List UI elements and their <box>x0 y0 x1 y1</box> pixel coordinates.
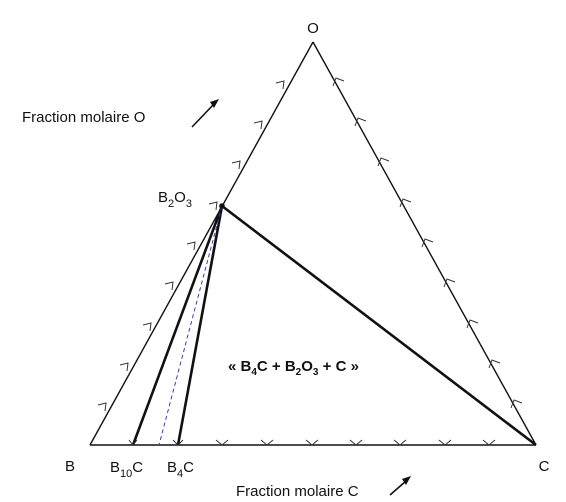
tick-mark <box>443 278 456 288</box>
b2o3-sub-2: 2 <box>168 198 174 210</box>
axis-label-o-fraction: Fraction molaire O <box>22 109 145 126</box>
ticks-edge-b-c <box>128 439 496 446</box>
compound-label-b4c: B4C <box>167 459 194 480</box>
region-part-2: C + B <box>257 358 296 375</box>
vertex-label-o: O <box>307 20 319 37</box>
tick-mark <box>332 77 345 87</box>
b2o3-base: B <box>158 189 168 206</box>
region-part-open: « B <box>228 358 252 375</box>
tick-mark <box>377 157 390 167</box>
tick-mark <box>438 439 452 446</box>
region-sub-4: 4 <box>251 367 257 378</box>
arrowhead-c-fraction <box>402 476 411 485</box>
compound-label-b2o3: B2O3 <box>158 189 192 210</box>
tick-mark <box>208 201 218 211</box>
edge-o-c <box>312 41 537 446</box>
ticks-edge-o-c <box>332 77 523 409</box>
region-part-close: + C » <box>318 358 358 375</box>
region-part-3: O <box>301 358 313 375</box>
tick-mark <box>393 439 407 446</box>
vertex-label-c: C <box>539 458 550 475</box>
tick-mark <box>164 281 174 291</box>
b2o3-mid: O <box>174 189 186 206</box>
b2o3-point <box>219 203 225 209</box>
arrowhead-o-fraction <box>210 99 219 108</box>
tick-mark <box>186 241 196 251</box>
edge-b-o <box>89 41 314 446</box>
region-sub-3: 3 <box>313 367 319 378</box>
tick-mark <box>488 359 501 369</box>
b10c-sub: 10 <box>120 468 132 480</box>
arrow-o-fraction <box>191 103 215 128</box>
tick-mark <box>354 117 367 127</box>
b10c-mid: C <box>132 459 143 476</box>
b10c-base: B <box>110 459 120 476</box>
b2o3-sub-3: 3 <box>186 198 192 210</box>
tick-mark <box>421 238 434 248</box>
tick-mark <box>215 439 229 446</box>
vertex-label-b: B <box>65 458 75 475</box>
tick-mark <box>97 402 107 412</box>
tick-mark <box>260 439 274 446</box>
tick-mark <box>231 160 241 170</box>
tie-line-b2o3-c <box>221 204 537 447</box>
tie-line-b2o3-b10c <box>131 205 224 446</box>
tick-mark <box>128 439 138 446</box>
axis-label-c-fraction: Fraction molaire C <box>236 483 359 500</box>
tick-mark <box>142 322 152 332</box>
tick-mark <box>399 198 412 208</box>
tick-mark <box>275 80 285 90</box>
tick-mark <box>349 439 363 446</box>
tie-line-b2o3-b4c <box>176 205 224 446</box>
tick-mark <box>253 120 263 130</box>
tick-mark <box>119 362 129 372</box>
tick-mark <box>510 399 523 409</box>
region-sub-2: 2 <box>296 367 302 378</box>
dashed-tie-line <box>158 205 223 446</box>
tick-mark <box>305 439 319 446</box>
b4c-mid: C <box>183 459 194 476</box>
b4c-sub: 4 <box>177 468 183 480</box>
arrow-c-fraction <box>389 480 407 496</box>
compound-label-b10c: B10C <box>110 459 143 480</box>
b4c-base: B <box>167 459 177 476</box>
tick-mark <box>466 319 479 329</box>
tick-mark <box>172 439 184 446</box>
region-label: « B4C + B2O3 + C » <box>228 358 359 378</box>
tick-mark <box>482 439 496 446</box>
ticks-edge-b-o <box>97 80 285 412</box>
